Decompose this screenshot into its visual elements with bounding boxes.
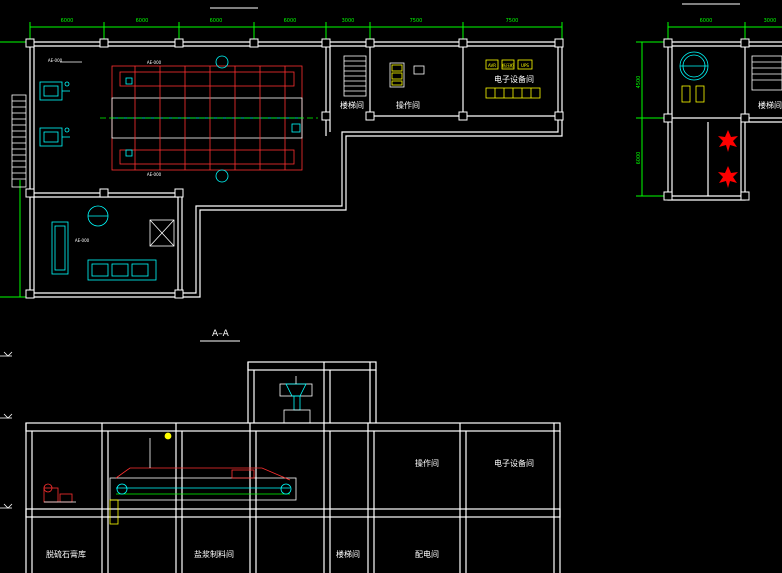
room-label-electronics: 电子设备间	[494, 74, 534, 84]
stair-east	[343, 55, 367, 97]
dim-top-6: 7500	[410, 18, 423, 24]
dim-right-top-2: 3000	[764, 18, 777, 24]
lift-shaft	[149, 219, 175, 247]
pump-unit-1	[39, 61, 82, 101]
plan-right: 6000 3000 4500 6000	[636, 3, 782, 201]
room-label-stair-right: 楼梯间	[758, 100, 782, 110]
section-label-operation: 操作间	[415, 458, 439, 468]
dim-top-4: 6000	[284, 18, 297, 24]
columns-left	[25, 38, 564, 299]
dimension-chain-top	[0, 22, 563, 298]
section-label-electronics: 电子设备间	[494, 458, 534, 468]
stair-west	[11, 94, 27, 188]
building-outline-left	[29, 41, 563, 298]
dim-top-3: 6000	[210, 18, 223, 24]
panel-label-avr: AVR	[488, 63, 496, 68]
section-label-stone-storage: 脱硫石膏库	[46, 549, 86, 559]
plan-left: 6000 6000 6000 6000 3000 7500 7500	[0, 7, 564, 299]
room-label-operation: 操作间	[396, 100, 420, 110]
equip-tag-2: AE-000	[147, 172, 162, 177]
dim-top-5: 3000	[342, 18, 355, 24]
belt-filter-section	[109, 432, 297, 525]
dim-top-1: 6000	[61, 18, 74, 24]
electrical-panels	[485, 59, 541, 99]
dim-right-side-2: 6000	[636, 152, 642, 165]
dim-top-2: 6000	[136, 18, 149, 24]
section-title: A–A	[212, 329, 230, 339]
section-label-distribution: 配电间	[415, 549, 439, 559]
section-aa: A–A	[0, 329, 561, 573]
panel-label-lv: 低压柜	[502, 62, 514, 68]
pump-unit-2	[39, 127, 70, 147]
equip-tag-4: AE-000	[75, 238, 90, 243]
elevation-markers	[0, 351, 13, 509]
belt-filter-plan	[100, 55, 318, 183]
equip-tag-1: AE-000	[147, 60, 162, 65]
stair-right	[751, 55, 782, 91]
panel-label-ups: UPS	[521, 63, 529, 68]
tank-right	[679, 51, 709, 103]
hazard-markers	[718, 130, 738, 188]
tank-and-skid	[51, 205, 157, 281]
section-label-mixing: 盐浆制料间	[194, 549, 234, 559]
section-structure	[25, 361, 561, 573]
dim-right-top-1: 6000	[700, 18, 713, 24]
dim-right-side-1: 4500	[636, 76, 642, 89]
slurry-equipment	[43, 483, 76, 503]
dim-top-7: 7500	[506, 18, 519, 24]
section-label-stair: 楼梯间	[336, 549, 360, 559]
room-label-stair-left: 楼梯间	[340, 100, 364, 110]
console-group	[389, 62, 425, 88]
equip-tag-3: AE-000	[48, 58, 63, 63]
rooftop-hopper	[279, 376, 313, 424]
